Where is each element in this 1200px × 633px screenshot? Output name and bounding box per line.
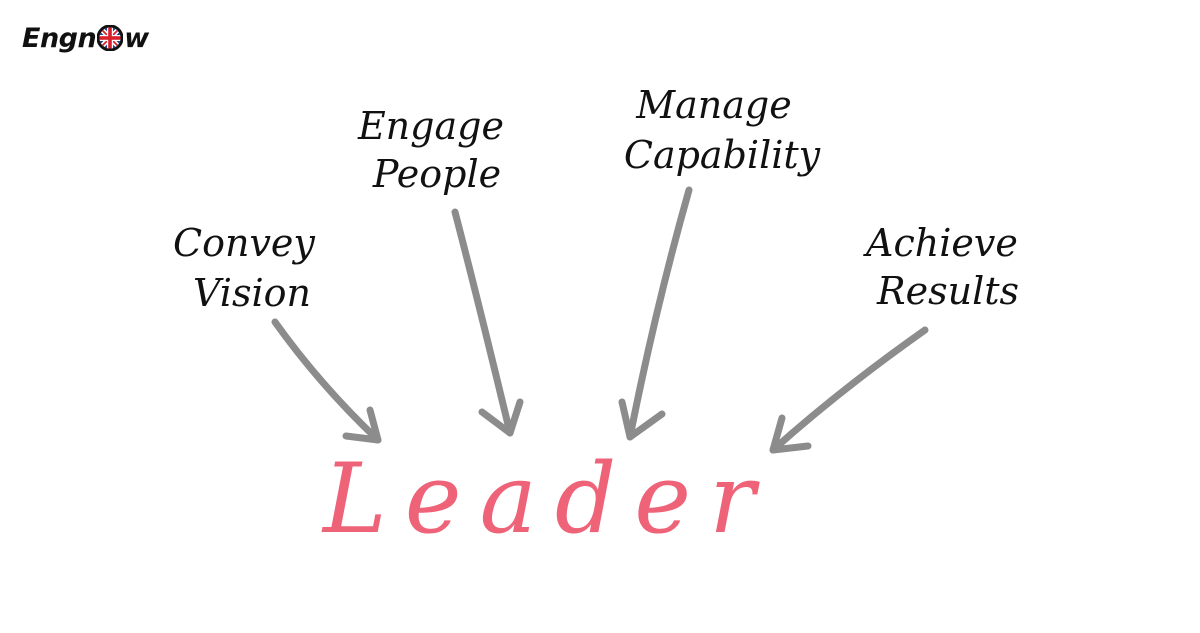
arrow-engage-people: [451, 208, 524, 437]
brand-logo-suffix: w: [124, 22, 149, 54]
brand-logo-prefix: Engn: [22, 22, 97, 54]
brand-logo: Engn w: [22, 18, 149, 58]
arrow-convey-vision: [271, 318, 382, 444]
node-manage-capability: Manage Capability: [624, 83, 821, 177]
node-achieve-results: Achieve Results: [863, 221, 1030, 313]
uk-flag-icon: [97, 25, 124, 51]
arrow-achieve-results: [769, 326, 929, 454]
node-engage-people: Engage People: [357, 104, 516, 196]
node-convey-vision: Convey Vision: [173, 221, 327, 315]
arrow-manage-capability: [618, 186, 693, 441]
center-label-leader: Leader: [321, 443, 773, 555]
